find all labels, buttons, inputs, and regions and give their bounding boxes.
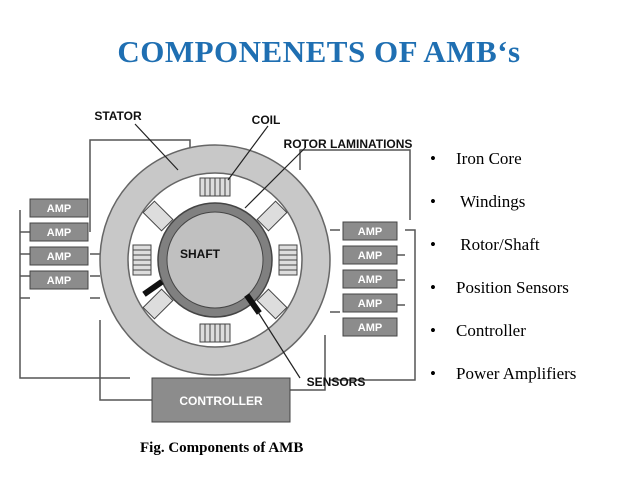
amp-box <box>342 317 398 337</box>
sensor-right <box>244 293 262 315</box>
bullet-icon: • <box>430 364 436 383</box>
amp-box <box>29 198 89 218</box>
amp-box <box>29 270 89 290</box>
list-item-text: Windings <box>456 192 526 211</box>
coil-top-left <box>142 200 174 232</box>
bullet-icon: • <box>430 278 436 297</box>
amp-label: AMP <box>47 275 71 287</box>
figure-caption: Fig. Components of AMB <box>140 440 304 456</box>
coil-top-right <box>256 200 288 232</box>
shaft-label: SHAFT <box>180 247 221 261</box>
amp-label: AMP <box>47 203 71 215</box>
stator-label: STATOR <box>94 109 142 123</box>
amp-box <box>29 222 89 242</box>
list-item: • Controller <box>430 320 576 363</box>
list-item-text: Controller <box>456 321 526 340</box>
list-item-text: Rotor/Shaft <box>456 235 540 254</box>
sensors-label: SENSORS <box>307 375 366 389</box>
coil-label: COIL <box>252 113 281 127</box>
shaft <box>166 211 264 309</box>
component-list: • Iron Core • Windings • Rotor/Shaft • Pos… <box>430 148 576 406</box>
coil-windings <box>133 178 297 342</box>
bullet-icon: • <box>430 149 436 168</box>
amp-box <box>342 245 398 265</box>
amp-label: AMP <box>358 226 382 238</box>
amp-box <box>342 221 398 241</box>
bullet-icon: • <box>430 192 436 211</box>
list-item-text: Iron Core <box>456 149 522 168</box>
amp-label: AMP <box>47 227 71 239</box>
amp-label: AMP <box>47 251 71 263</box>
list-item: • Iron Core <box>430 148 576 191</box>
list-item: • Power Amplifiers <box>430 363 576 406</box>
list-item: • Rotor/Shaft <box>430 234 576 277</box>
list-item: • Position Sensors <box>430 277 576 320</box>
bullet-icon: • <box>430 321 436 340</box>
amp-box <box>342 269 398 289</box>
amp-right-group: AMP AMP AMP AMP AMP <box>342 221 398 337</box>
amp-label: AMP <box>358 250 382 262</box>
slide-title: COMPONENETS OF AMB‘s <box>117 34 521 69</box>
list-item: • Windings <box>430 191 576 234</box>
amp-label: AMP <box>358 298 382 310</box>
list-item-text: Position Sensors <box>456 278 569 297</box>
amp-box <box>342 293 398 313</box>
amp-left-group: AMP AMP AMP AMP <box>29 198 89 290</box>
amp-box <box>29 246 89 266</box>
amb-diagram: SHAFT STATOR COIL ROTOR LAMINATIONS SENS… <box>19 109 416 423</box>
list-item-text: Power Amplifiers <box>456 364 577 383</box>
sensor-left <box>142 279 164 297</box>
coil-bottom-right <box>256 288 288 320</box>
bullet-icon: • <box>430 235 436 254</box>
rotor-laminations-label: ROTOR LAMINATIONS <box>284 137 413 151</box>
leader-lines <box>134 123 306 379</box>
coil-bottom-left <box>142 288 174 320</box>
amp-label: AMP <box>358 274 382 286</box>
controller-label: CONTROLLER <box>179 394 263 408</box>
amp-label: AMP <box>358 322 382 334</box>
controller-box <box>151 377 291 423</box>
